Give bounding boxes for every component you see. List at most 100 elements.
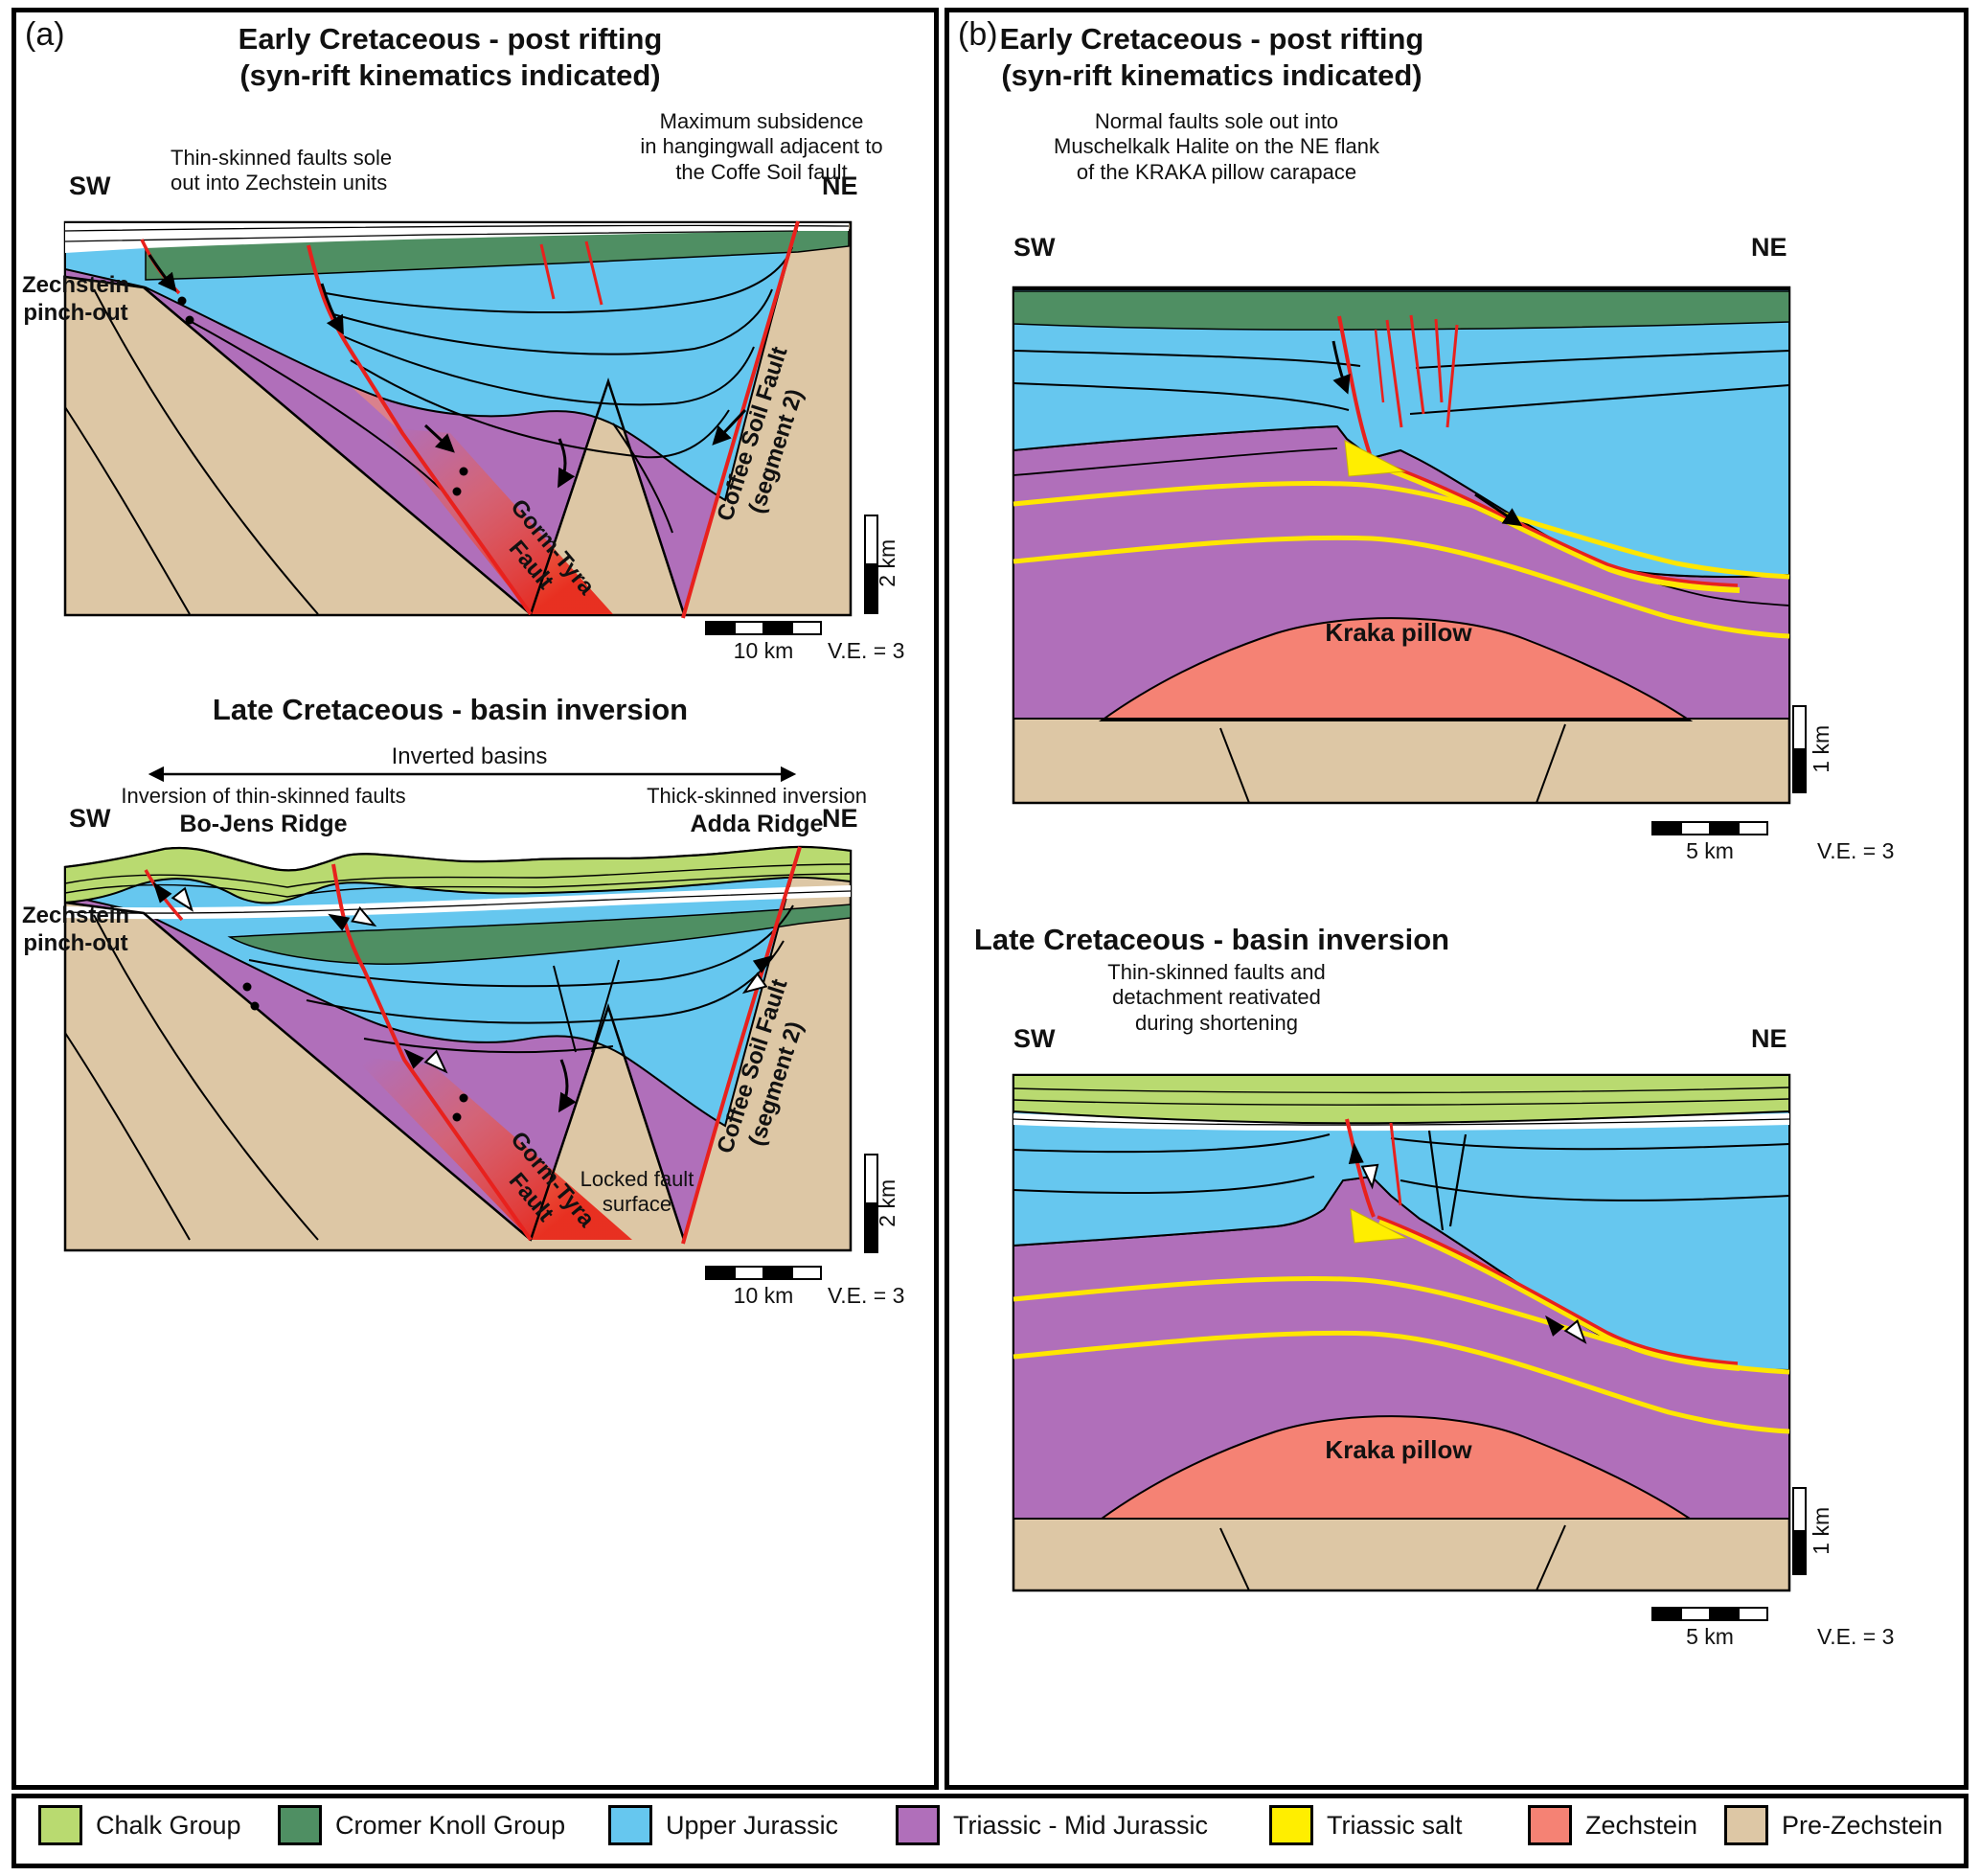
scale-bar-horizontal bbox=[1651, 1607, 1768, 1621]
gorm-tyra-fault-line bbox=[307, 244, 533, 616]
a-late-locked-fault: Locked fault surface bbox=[580, 1167, 694, 1217]
legend-label-triassic-salt: Triassic salt bbox=[1327, 1810, 1463, 1840]
b-early-scale-h-label: 5 km bbox=[1686, 838, 1734, 863]
detachment-salt-line bbox=[1377, 463, 1741, 593]
b-early-scale-v-label: 1 km bbox=[1809, 724, 1834, 773]
basement-lines bbox=[1013, 718, 1789, 804]
a-early-ve-label: V.E. = 3 bbox=[828, 638, 905, 663]
b-late-scale-h-label: 5 km bbox=[1686, 1624, 1734, 1649]
legend-label-triassic-mid-jurassic: Triassic - Mid Jurassic bbox=[953, 1810, 1209, 1840]
basement-lines bbox=[64, 901, 686, 1241]
b-early-ve-label: V.E. = 3 bbox=[1817, 838, 1895, 863]
legend-item-upper-jurassic: Upper Jurassic bbox=[608, 1805, 838, 1845]
a-late-ve-label: V.E. = 3 bbox=[828, 1283, 905, 1308]
scale-bar-vertical bbox=[1792, 705, 1807, 793]
chalk-lines bbox=[64, 863, 852, 898]
legend-label-cromer-knoll: Cromer Knoll Group bbox=[335, 1810, 566, 1840]
basement-lines bbox=[1013, 1518, 1789, 1591]
b-late-title: Late Cretaceous - basin inversion bbox=[973, 923, 1450, 956]
b-early-title-line2: (syn-rift kinematics indicated) bbox=[1001, 58, 1422, 92]
b-early-annotation: Normal faults sole out into Muschelkalk … bbox=[1054, 109, 1379, 184]
a-early-zechstein-pinchout: Zechstein pinch-out bbox=[21, 272, 130, 326]
legend-label-upper-jurassic: Upper Jurassic bbox=[666, 1810, 839, 1840]
legend-item-cromer-knoll: Cromer Knoll Group bbox=[278, 1805, 565, 1845]
panel-b-frame bbox=[944, 8, 1969, 1790]
chalk-band bbox=[64, 845, 852, 904]
undifferentiated-top-strip bbox=[65, 223, 849, 253]
legend-swatch-chalk bbox=[38, 1805, 82, 1845]
a-late-scale-v-label: 2 km bbox=[875, 1178, 900, 1227]
coffee-soil-fault-line bbox=[681, 846, 802, 1245]
fault-lines bbox=[1345, 1118, 1468, 1231]
b-late-scale-v-label: 1 km bbox=[1809, 1506, 1834, 1555]
upper-jurassic-layer bbox=[64, 222, 800, 502]
scale-bar-horizontal bbox=[705, 621, 822, 635]
b-early-sw: SW bbox=[1013, 233, 1056, 262]
upper-jurassic-layer bbox=[1013, 288, 1790, 578]
legend-item-triassic-mid-jurassic: Triassic - Mid Jurassic bbox=[896, 1805, 1208, 1845]
a-early-title-line1: Early Cretaceous - post rifting bbox=[238, 22, 663, 56]
scale-bar-vertical bbox=[864, 1154, 878, 1253]
a-late-inverted-basins: Inverted basins bbox=[391, 744, 548, 769]
salt-wedge bbox=[1344, 440, 1406, 477]
legend-swatch-triassic-mid-jurassic bbox=[896, 1805, 940, 1845]
kraka-pillow-body bbox=[1098, 617, 1694, 721]
b-late-kraka-label: Kraka pillow bbox=[1325, 1435, 1472, 1464]
section-a-late bbox=[63, 766, 878, 1280]
legend-item-triassic-salt: Triassic salt bbox=[1269, 1805, 1463, 1845]
b-late-ne: NE bbox=[1751, 1024, 1787, 1053]
a-late-scale-h-label: 10 km bbox=[733, 1283, 794, 1308]
a-early-scale-v-label: 2 km bbox=[875, 538, 900, 587]
legend-item-zechstein: Zechstein bbox=[1528, 1805, 1697, 1845]
scale-bar-horizontal bbox=[705, 1266, 822, 1280]
a-early-annotation-right: Maximum subsidence in hangingwall adjace… bbox=[640, 109, 883, 184]
legend-frame bbox=[11, 1794, 1969, 1868]
a-early-scale-h-label: 10 km bbox=[733, 638, 794, 663]
legend-swatch-cromer-knoll bbox=[278, 1805, 322, 1845]
salt-wedge bbox=[1350, 1208, 1408, 1244]
a-late-ne: NE bbox=[822, 804, 858, 833]
zechstein-smear bbox=[353, 1056, 632, 1240]
a-late-sw: SW bbox=[69, 804, 111, 833]
kinematic-arrows bbox=[148, 254, 747, 489]
kraka-pillow-body bbox=[1098, 1415, 1694, 1520]
a-early-annotation-left: Thin-skinned faults sole out into Zechst… bbox=[171, 146, 393, 195]
a-early-ne: NE bbox=[822, 172, 858, 200]
detachment-line bbox=[1375, 459, 1739, 587]
cromer-knoll-band bbox=[227, 904, 852, 965]
detachment-line bbox=[1377, 1215, 1739, 1365]
section-b-early bbox=[1012, 286, 1807, 835]
legend-item-pre-zechstein: Pre-Zechstein bbox=[1724, 1805, 1943, 1845]
legend-swatch-pre-zechstein bbox=[1724, 1805, 1768, 1845]
fault-dots bbox=[177, 296, 468, 496]
a-early-title-line2: (syn-rift kinematics indicated) bbox=[239, 58, 661, 92]
basement-lines bbox=[64, 275, 686, 615]
chalk-band bbox=[1013, 1074, 1790, 1125]
legend-label-zechstein: Zechstein bbox=[1585, 1810, 1698, 1840]
b-late-annotation: Thin-skinned faults and detachment reati… bbox=[1107, 960, 1326, 1035]
scale-bar-vertical bbox=[1792, 1487, 1807, 1575]
b-late-sw: SW bbox=[1013, 1024, 1056, 1053]
b-early-ne: NE bbox=[1751, 233, 1787, 262]
a-late-zechstein-pinchout: Zechstein pinch-out bbox=[21, 903, 130, 956]
top-strip-lines bbox=[64, 224, 850, 242]
panel-b-tag: (b) bbox=[958, 16, 998, 53]
gorm-tyra-fault-line bbox=[331, 863, 533, 1242]
a-late-title: Late Cretaceous - basin inversion bbox=[212, 693, 689, 726]
scale-bar-vertical bbox=[864, 515, 878, 614]
zechstein-smear bbox=[381, 427, 613, 614]
chalk-lines bbox=[1013, 1087, 1790, 1106]
fault-dots bbox=[242, 982, 468, 1122]
salt-horizon-lines bbox=[1013, 480, 1790, 639]
coffee-soil-fault-line bbox=[681, 220, 800, 619]
kinematic-arrows bbox=[1331, 340, 1523, 527]
a-early-sw: SW bbox=[69, 172, 111, 200]
legend-label-pre-zechstein: Pre-Zechstein bbox=[1782, 1810, 1944, 1840]
normal-fault-lines bbox=[1337, 314, 1459, 455]
b-late-ve-label: V.E. = 3 bbox=[1817, 1624, 1895, 1649]
white-band bbox=[65, 885, 851, 920]
legend-item-chalk: Chalk Group bbox=[38, 1805, 241, 1845]
panel-a-tag: (a) bbox=[25, 16, 65, 53]
